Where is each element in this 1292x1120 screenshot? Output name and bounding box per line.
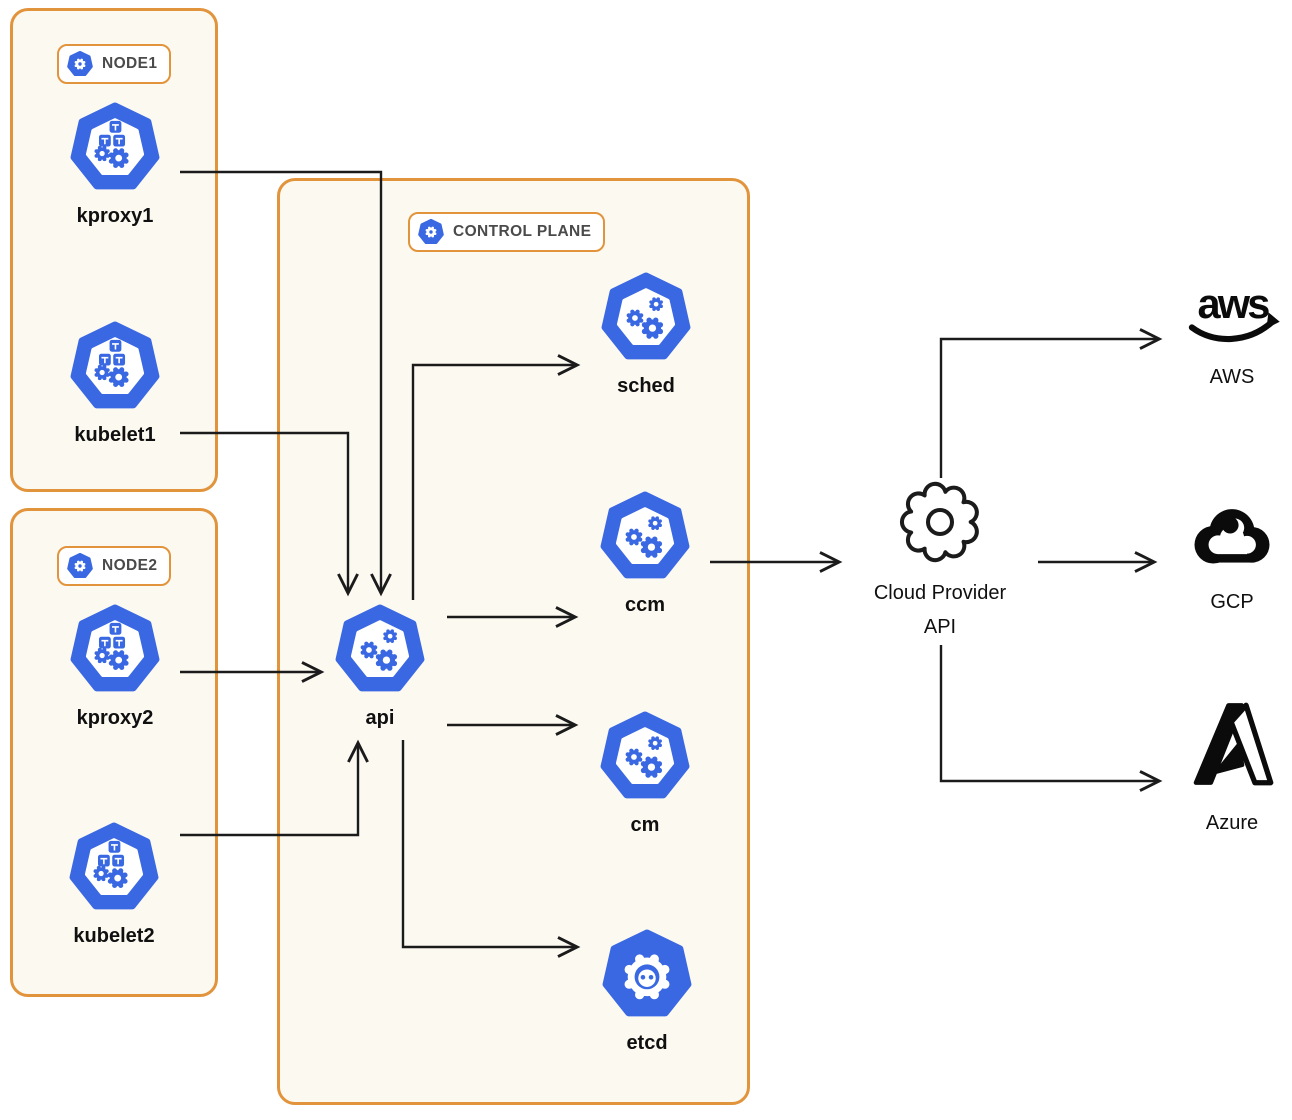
etcd-icon — [601, 929, 693, 1021]
gear-icon — [892, 474, 988, 570]
provider-label-gcp: GCP — [1210, 591, 1254, 613]
node-kubelet1: kubelet1 — [45, 321, 185, 447]
api-server-icon — [334, 604, 426, 696]
node-kubelet2: kubelet2 — [44, 822, 184, 948]
ccm-icon — [599, 491, 691, 583]
node-kproxy2: kproxy2 — [45, 604, 185, 730]
node-label-kproxy2: kproxy2 — [76, 707, 154, 729]
edge-cloud-provider-to-aws — [939, 328, 1163, 478]
group-label-node2: NODE2 — [102, 557, 158, 574]
edge-api-to-etcd — [401, 740, 581, 958]
kubelet-icon — [68, 822, 160, 914]
kproxy-icon — [69, 102, 161, 194]
node-label-cm: cm — [630, 814, 660, 836]
edge-kproxy1-to-api — [180, 170, 392, 597]
edge-cloud-provider-to-azure — [939, 645, 1163, 792]
kubernetes-icon — [67, 51, 93, 77]
node-cm: cm — [575, 711, 715, 837]
kubernetes-icon — [418, 219, 444, 245]
group-label-control-plane: CONTROL PLANE — [453, 223, 592, 240]
node-label-kproxy1: kproxy1 — [76, 205, 154, 227]
provider-label-aws: AWS — [1209, 366, 1255, 388]
aws-logo-icon — [1180, 284, 1285, 352]
kubelet-icon — [69, 321, 161, 413]
provider-gcp: GCP — [1152, 496, 1292, 614]
controller-manager-icon — [599, 711, 691, 803]
provider-azure: Azure — [1152, 700, 1292, 835]
edge-api-to-sched — [411, 354, 581, 600]
edge-kubelet1-to-api — [180, 431, 359, 597]
node-etcd: etcd — [577, 929, 717, 1055]
node-label-etcd: etcd — [626, 1032, 668, 1054]
node-label-kubelet2: kubelet2 — [73, 925, 155, 947]
node-sched: sched — [576, 272, 716, 398]
node-ccm: ccm — [575, 491, 715, 617]
node-api: api — [310, 604, 450, 730]
cloud-provider-label-line1: Cloud Provider — [873, 582, 1007, 604]
azure-logo-icon — [1188, 700, 1276, 788]
group-badge-node2: NODE2 — [57, 546, 172, 586]
provider-aws: AWS — [1152, 284, 1292, 389]
edge-kubelet2-to-api — [180, 739, 369, 837]
group-node1 — [10, 8, 218, 492]
group-badge-node1: NODE1 — [57, 44, 172, 84]
node-kproxy1: kproxy1 — [45, 102, 185, 228]
node-label-sched: sched — [617, 375, 675, 397]
group-node2 — [10, 508, 218, 997]
gcp-logo-icon — [1185, 496, 1279, 571]
group-label-node1: NODE1 — [102, 55, 158, 72]
scheduler-icon — [600, 272, 692, 364]
kubernetes-icon — [67, 553, 93, 579]
cloud-provider-api: Cloud Provider API — [860, 474, 1020, 644]
group-badge-control-plane: CONTROL PLANE — [408, 212, 606, 252]
provider-label-azure: Azure — [1205, 812, 1259, 834]
cloud-provider-label-line2: API — [923, 616, 957, 638]
node-label-api: api — [365, 707, 395, 729]
node-label-kubelet1: kubelet1 — [74, 424, 156, 446]
kproxy-icon — [69, 604, 161, 696]
node-label-ccm: ccm — [624, 594, 666, 616]
